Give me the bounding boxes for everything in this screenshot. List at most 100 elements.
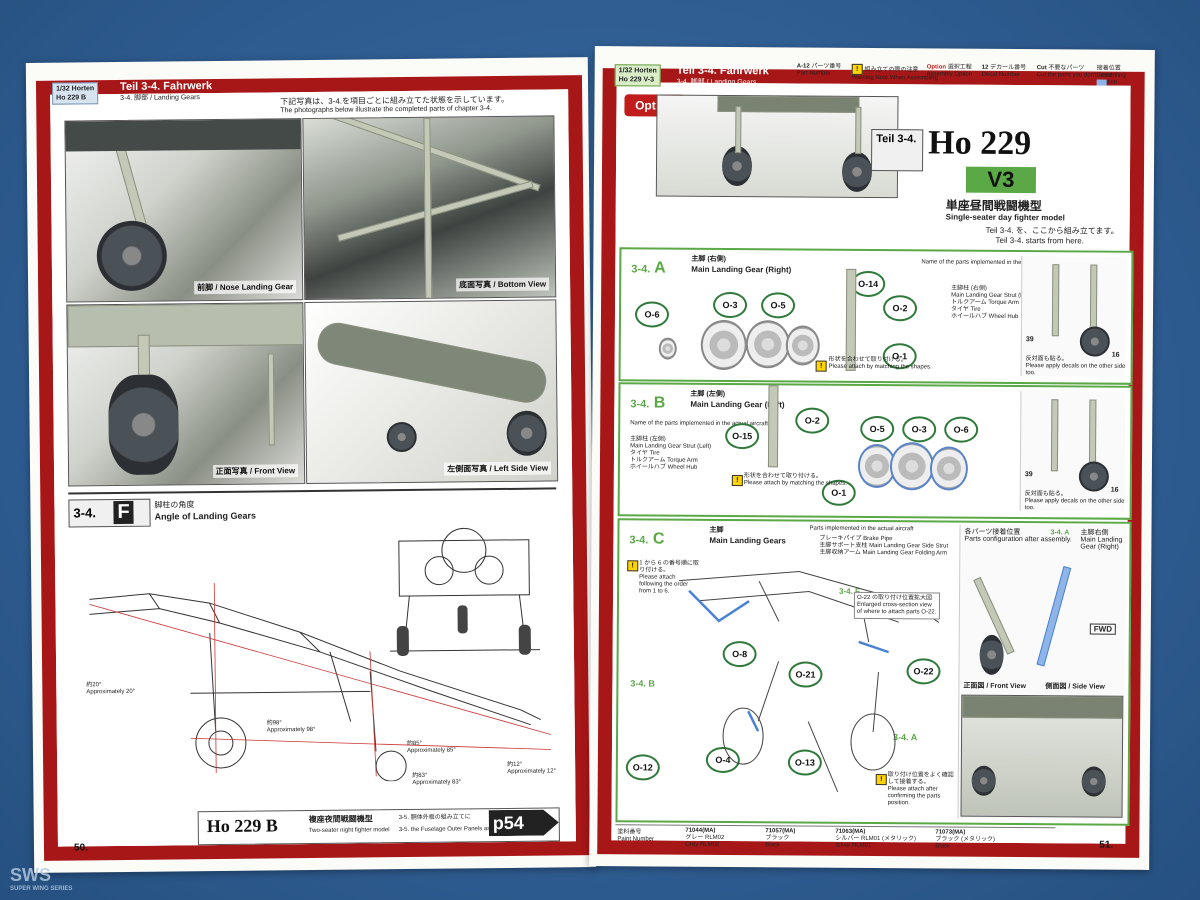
wheel-hub-part	[700, 319, 747, 371]
fwd-arrow: FWD	[1089, 623, 1117, 635]
photo-nose-gear: 前脚 / Nose Landing Gear	[64, 118, 304, 303]
page-number-left: 50.	[73, 842, 88, 854]
divider	[68, 487, 557, 495]
section-c-impl: Parts implemented in the actual aircraft	[809, 525, 914, 533]
section-a: 3-4. A 主脚 (右側) Main Landing Gear (Right)…	[618, 247, 1134, 385]
part-label: O-12	[625, 754, 660, 781]
part-label: O-3	[712, 291, 748, 319]
section-a-num: 3-4. A	[631, 259, 666, 277]
section-f-title-jp: 脚柱の角度	[154, 500, 195, 510]
angle-label-83: 約83°Approximately 83°	[412, 772, 462, 786]
strut-part	[845, 268, 857, 371]
title-jp: 単座昼間戦闘機型	[945, 198, 1042, 214]
photo-caption: 左側面写真 / Left Side View	[444, 461, 552, 476]
section-c: 3-4. C 主脚 Main Landing Gears Parts imple…	[615, 518, 1132, 826]
part-label: O-2	[795, 407, 830, 434]
goto-page-arrow[interactable]: p54	[489, 809, 559, 836]
strut-part	[767, 385, 779, 468]
section-a-title-jp: 主脚 (右側)	[691, 255, 727, 263]
variant-badge: V3	[965, 166, 1037, 194]
section-a-note: 形状を合わせて取り付ける。Please attach by matching t…	[828, 356, 932, 371]
part-label: O-15	[725, 422, 760, 450]
section-a-title-en: Main Landing Gear (Right)	[691, 264, 792, 275]
teil-subtitle: 3-4. 脚部 / Landing Gears	[676, 78, 757, 87]
photo-caption: 底面写真 / Bottom View	[456, 277, 550, 292]
angle-label-85: 約85°Approximately 85°	[406, 740, 456, 755]
part-label: O-5	[860, 415, 895, 443]
check-note: 取り付け位置をよく確認して接着する。Please attach after co…	[887, 772, 954, 807]
section-b: 3-4. B 主脚 (左側) Main Landing Gear (Left) …	[617, 382, 1133, 520]
part-label: O-5	[760, 292, 796, 319]
teil-title: Teil 3-4. Fahrwerk	[676, 64, 769, 78]
section-b-num: 3-4. B	[630, 394, 666, 412]
paint-swatch-black-metallic: 71073(MA)ブラック (メタリック)Black	[935, 829, 996, 850]
section-b-note: 形状を合わせて取り付ける。Please attach by matching t…	[743, 473, 847, 487]
part-label: O-2	[882, 295, 918, 322]
angle-label-98: 約98°Approximately 98°	[266, 720, 316, 734]
angle-label-12: 約12°Approximately 12°	[507, 761, 557, 775]
ref-3-4-b: 3-4. B	[630, 678, 655, 689]
warning-icon: !	[731, 475, 743, 487]
photo-front-view: 正面写真 / Front View	[66, 302, 306, 487]
warning-icon: !	[627, 560, 639, 572]
page-number-right: 51.	[1099, 839, 1114, 851]
footer-model: Ho 229 B	[206, 815, 278, 837]
section-b-labels: 主脚柱 (左側)Main Landing Gear Strut (Left)タイ…	[629, 436, 712, 471]
photo-caption: 前脚 / Nose Landing Gear	[194, 280, 297, 295]
footer-model-jp: 複座夜間戦闘機型	[308, 814, 373, 825]
photo-left-side-view: 左側面写真 / Left Side View	[304, 299, 559, 485]
next-step-footer: Ho 229 B 複座夜間戦闘機型 Two-seater night fight…	[197, 807, 560, 846]
warning-icon: !	[875, 774, 887, 786]
start-jp: Teil 3-4. を、ここから組み立てます。	[985, 225, 1119, 236]
footer-note-jp: 3-5. 胴体外板の組み立てに	[398, 814, 471, 822]
section-b-title-jp: 主脚 (左側)	[690, 390, 726, 398]
teil-title: Teil 3-4. Fahrwerk	[119, 80, 213, 93]
side-view-label: 側面図 / Side View	[1045, 683, 1105, 691]
photo-caption: 正面写真 / Front View	[212, 464, 299, 479]
part-label: O-3	[902, 416, 937, 443]
scale-text: 1/32 Horten	[618, 67, 657, 75]
decal-panel-a: 39 16 反対面も貼る。Please apply decals on the …	[1020, 256, 1127, 377]
paint-swatch-silver: 71063(MA)シルバー RLM01 (メタリック)Silver RLM01	[835, 828, 917, 850]
title-en: Single-seater day fighter model	[945, 212, 1065, 223]
tire-part	[745, 320, 790, 369]
section-f-letter: F	[113, 500, 134, 525]
landing-gear-angle-diagram	[89, 527, 552, 782]
tire-part	[889, 442, 935, 491]
angle-label-20: 約20°Approximately 20°	[86, 682, 136, 696]
start-en: Teil 3-4. starts from here.	[995, 235, 1085, 246]
intro-en: The photographs below illustrate the com…	[280, 105, 493, 115]
model-title: Ho 229	[928, 124, 1032, 163]
decal-note: 反対面も貼る。Please apply decals on the other …	[1024, 491, 1125, 512]
part-label: O-6	[944, 416, 979, 443]
decal-panel-b: 39 16 反対面も貼る。Please apply decals on the …	[1019, 391, 1126, 512]
section-f-title-en: Angle of Landing Gears	[154, 510, 257, 522]
section-c-title-en: Main Landing Gears	[709, 535, 786, 546]
teil-subtitle: 3-4. 脚部 / Landing Gears	[120, 94, 200, 102]
scale-text: 1/32 Horten	[56, 85, 95, 93]
small-part	[658, 337, 677, 360]
section-c-num: 3-4. C	[629, 530, 665, 548]
wheel-hub-part	[929, 446, 969, 491]
footer-model-en: Two-seater night fighter model	[308, 827, 390, 835]
section-f-num: 3-4.	[73, 505, 96, 521]
part-label: O-6	[634, 301, 670, 328]
model-text: Ho 229 B	[56, 94, 87, 102]
photo-v3-gear	[655, 94, 899, 199]
photo-gear-config	[960, 694, 1124, 818]
